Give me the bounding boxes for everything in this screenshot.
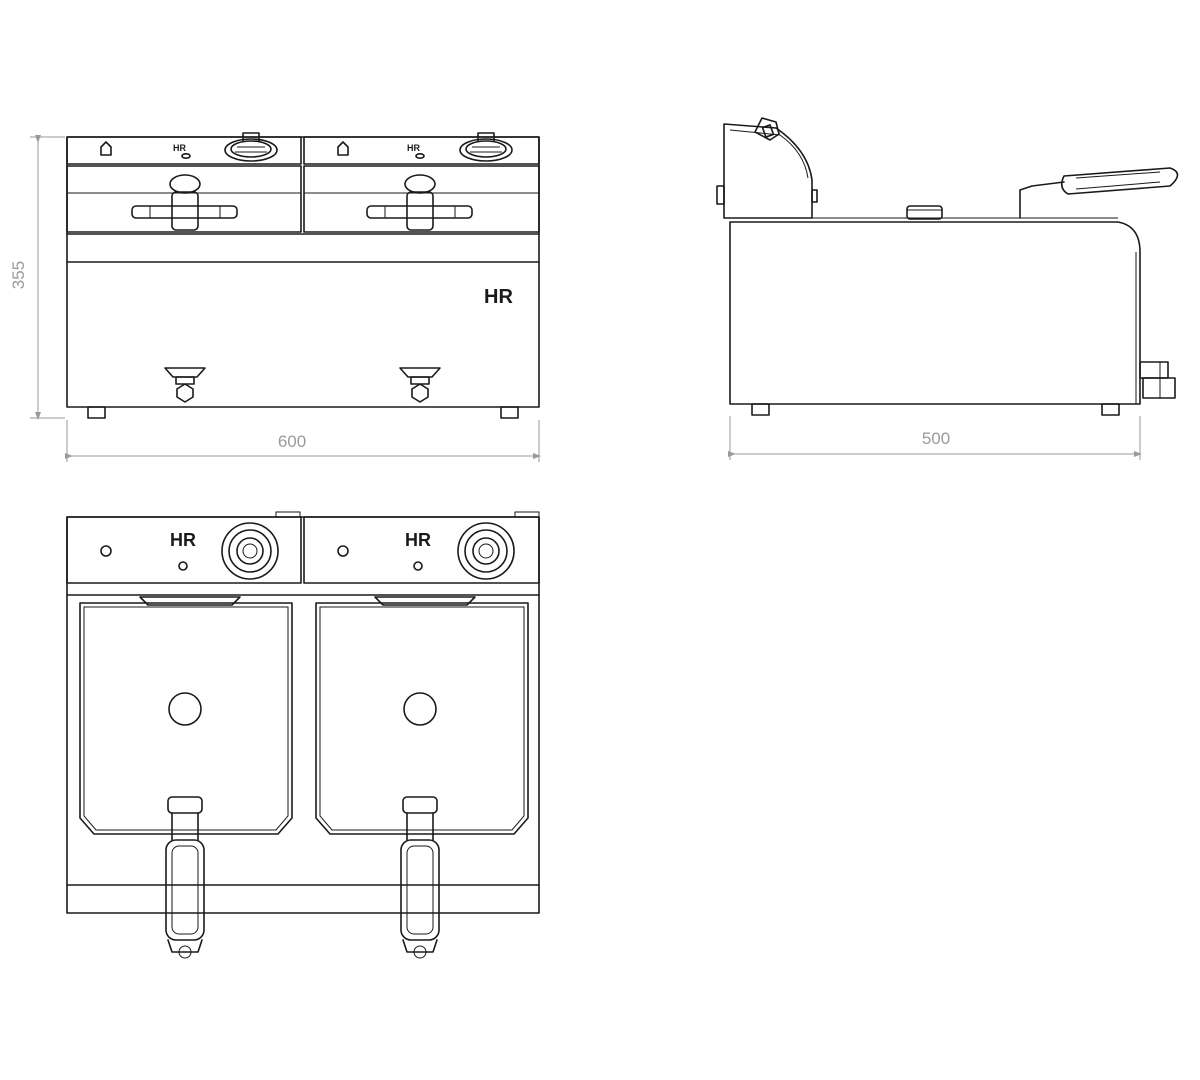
side-knob-icon	[754, 117, 780, 141]
reset-button-icon	[906, 205, 943, 220]
indicator-lamp-icon	[337, 141, 349, 156]
drain-tap-icon	[164, 367, 206, 403]
brand-logo-small: HR	[173, 143, 186, 153]
thermostat-knob-icon	[459, 132, 513, 162]
side-basket-handle-icon	[1019, 167, 1179, 219]
basket-handle-icon	[165, 796, 205, 959]
dimension-side-depth-label: 500	[922, 429, 950, 448]
foot	[500, 406, 519, 419]
foot	[751, 403, 770, 416]
dimension-front-width-label: 600	[278, 432, 306, 451]
thermostat-knob-icon	[457, 522, 515, 580]
brand-logo-top: HR	[405, 530, 431, 550]
dimension-side-depth: 500	[728, 416, 1142, 460]
front-right-logo: HR	[407, 143, 425, 160]
side-drain-tap-icon	[1139, 361, 1176, 399]
front-right-unit: HR	[337, 132, 513, 403]
brand-logo-small: HR	[407, 143, 420, 153]
basket-handle-icon	[131, 174, 238, 231]
drain-tap-icon	[399, 367, 441, 403]
front-left-logo: HR	[173, 143, 191, 160]
front-view: HR	[9, 132, 541, 462]
fry-basket	[79, 596, 293, 835]
indicator-lamp-icon	[100, 545, 112, 557]
top-left-unit: HR	[79, 522, 293, 959]
basket-handle-icon	[400, 796, 440, 959]
brand-logo-front: HR	[484, 286, 513, 308]
indicator-lamp-icon	[100, 141, 112, 156]
pilot-light-icon	[413, 561, 423, 571]
pilot-light-icon	[178, 561, 188, 571]
dimension-height-label: 355	[9, 261, 28, 289]
top-view: HR	[66, 511, 540, 959]
basket-hole	[403, 692, 437, 726]
front-left-unit: HR	[100, 132, 278, 403]
side-view: 500	[716, 117, 1179, 460]
indicator-lamp-icon	[337, 545, 349, 557]
thermostat-knob-icon	[224, 132, 278, 162]
fry-basket	[315, 596, 529, 835]
thermostat-knob-icon	[221, 522, 279, 580]
basket-hole	[168, 692, 202, 726]
dimension-front-width: 600	[65, 420, 541, 462]
foot	[87, 406, 106, 419]
basket-handle-icon	[366, 174, 473, 231]
foot	[1101, 403, 1120, 416]
brand-logo-top: HR	[170, 530, 196, 550]
top-right-unit: HR	[315, 522, 529, 959]
dimension-height: 355	[9, 135, 65, 420]
